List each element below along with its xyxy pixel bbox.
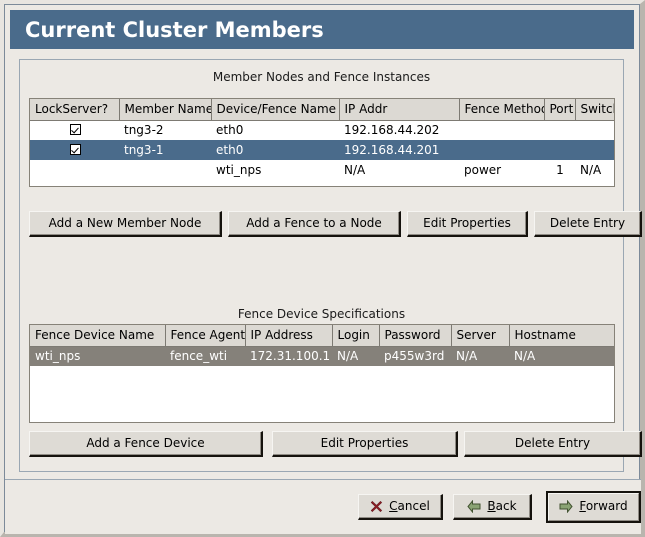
cell-port	[544, 140, 575, 160]
cell-device-fence-name: wti_nps	[211, 160, 339, 180]
cell-switch	[575, 120, 615, 140]
column-header-ip-address[interactable]: IP Address	[245, 325, 332, 346]
cell-ip-addr: 192.168.44.201	[339, 140, 459, 160]
table-row-selected[interactable]: wti_nps fence_wti 172.31.100.1 N/A p455w…	[30, 346, 615, 366]
add-fence-to-node-label: Add a Fence to a Node	[246, 212, 382, 235]
cell-switch: N/A	[575, 160, 615, 180]
column-header-password[interactable]: Password	[379, 325, 451, 346]
edit-properties-members-label: Edit Properties	[423, 212, 511, 235]
cell-member-name: tng3-2	[119, 120, 211, 140]
delete-entry-members-button[interactable]: Delete Entry	[534, 211, 642, 237]
column-header-device-fence-name[interactable]: Device/Fence Name	[211, 99, 339, 120]
column-header-fence-agent[interactable]: Fence Agent	[165, 325, 245, 346]
cancel-button[interactable]: Cancel	[358, 494, 443, 520]
cell-fence-method	[459, 140, 544, 160]
back-label: ack	[496, 499, 517, 513]
cell-lockserver[interactable]	[30, 140, 119, 160]
cell-password: p455w3rd	[379, 346, 451, 366]
lockserver-checkbox[interactable]	[70, 144, 81, 155]
table-row-selected[interactable]: tng3-1 eth0 192.168.44.201	[30, 140, 615, 160]
column-header-fence-device-name[interactable]: Fence Device Name	[30, 325, 165, 346]
cell-lockserver[interactable]	[30, 120, 119, 140]
page-title: Current Cluster Members	[25, 18, 324, 42]
cancel-label: ancel	[398, 499, 430, 513]
member-nodes-table[interactable]: LockServer? Member Name Device/Fence Nam…	[29, 98, 615, 187]
cell-device-fence-name: eth0	[211, 140, 339, 160]
delete-entry-fence-label: Delete Entry	[515, 432, 590, 455]
forward-label: orward	[586, 499, 628, 513]
table-row[interactable]: tng3-2 eth0 192.168.44.202	[30, 120, 615, 140]
dialog-window-inner: Current Cluster Members Member Nodes and…	[4, 4, 640, 532]
titlebar: Current Cluster Members	[10, 10, 634, 49]
column-header-login[interactable]: Login	[332, 325, 379, 346]
cell-switch	[575, 140, 615, 160]
cell-fence-method: power	[459, 160, 544, 180]
column-header-port[interactable]: Port	[544, 99, 575, 120]
add-fence-device-button[interactable]: Add a Fence Device	[29, 431, 263, 457]
cell-member-name	[119, 160, 211, 180]
arrow-left-icon	[467, 500, 481, 513]
edit-properties-members-button[interactable]: Edit Properties	[407, 211, 528, 237]
edit-properties-fence-button[interactable]: Edit Properties	[272, 431, 458, 457]
navigation-bar: Cancel Back	[5, 479, 641, 534]
add-new-member-node-button[interactable]: Add a New Member Node	[29, 211, 222, 237]
content-panel: Member Nodes and Fence Instances LockSer…	[19, 59, 624, 472]
table-row[interactable]: wti_nps N/A power 1 N/A	[30, 160, 615, 180]
cell-fence-method	[459, 120, 544, 140]
add-fence-to-node-button[interactable]: Add a Fence to a Node	[228, 211, 401, 237]
column-header-fence-method[interactable]: Fence Method	[459, 99, 544, 120]
cell-hostname: N/A	[509, 346, 615, 366]
cell-fence-agent: fence_wti	[165, 346, 245, 366]
back-button[interactable]: Back	[453, 494, 532, 520]
column-header-lockserver[interactable]: LockServer?	[30, 99, 119, 120]
column-header-hostname[interactable]: Hostname	[509, 325, 615, 346]
arrow-right-icon	[559, 500, 573, 513]
cell-server: N/A	[451, 346, 509, 366]
cancel-mnemonic: C	[389, 499, 397, 513]
cell-fence-device-name: wti_nps	[30, 346, 165, 366]
lockserver-checkbox[interactable]	[70, 124, 81, 135]
cell-login: N/A	[332, 346, 379, 366]
cell-port	[544, 120, 575, 140]
table-header-row: LockServer? Member Name Device/Fence Nam…	[30, 99, 615, 120]
delete-entry-fence-button[interactable]: Delete Entry	[464, 431, 642, 457]
column-header-server[interactable]: Server	[451, 325, 509, 346]
cell-port: 1	[544, 160, 575, 180]
cell-lockserver	[30, 160, 119, 180]
column-header-member-name[interactable]: Member Name	[119, 99, 211, 120]
delete-entry-members-label: Delete Entry	[550, 212, 625, 235]
table-header-row: Fence Device Name Fence Agent IP Address…	[30, 325, 615, 346]
cell-ip-addr: N/A	[339, 160, 459, 180]
cell-device-fence-name: eth0	[211, 120, 339, 140]
members-section-label: Member Nodes and Fence Instances	[20, 70, 623, 84]
forward-button[interactable]: Forward	[546, 491, 641, 523]
column-header-ip-addr[interactable]: IP Addr	[339, 99, 459, 120]
add-fence-device-label: Add a Fence Device	[86, 432, 204, 455]
add-new-member-node-label: Add a New Member Node	[49, 212, 202, 235]
cell-member-name: tng3-1	[119, 140, 211, 160]
cell-ip-address: 172.31.100.1	[245, 346, 332, 366]
close-x-icon	[370, 500, 383, 513]
fence-device-table[interactable]: Fence Device Name Fence Agent IP Address…	[29, 324, 615, 423]
back-mnemonic: B	[487, 499, 495, 513]
edit-properties-fence-label: Edit Properties	[321, 432, 409, 455]
column-header-switch[interactable]: Switch	[575, 99, 615, 120]
fence-devices-section-label: Fence Device Specifications	[20, 307, 623, 321]
cell-ip-addr: 192.168.44.202	[339, 120, 459, 140]
